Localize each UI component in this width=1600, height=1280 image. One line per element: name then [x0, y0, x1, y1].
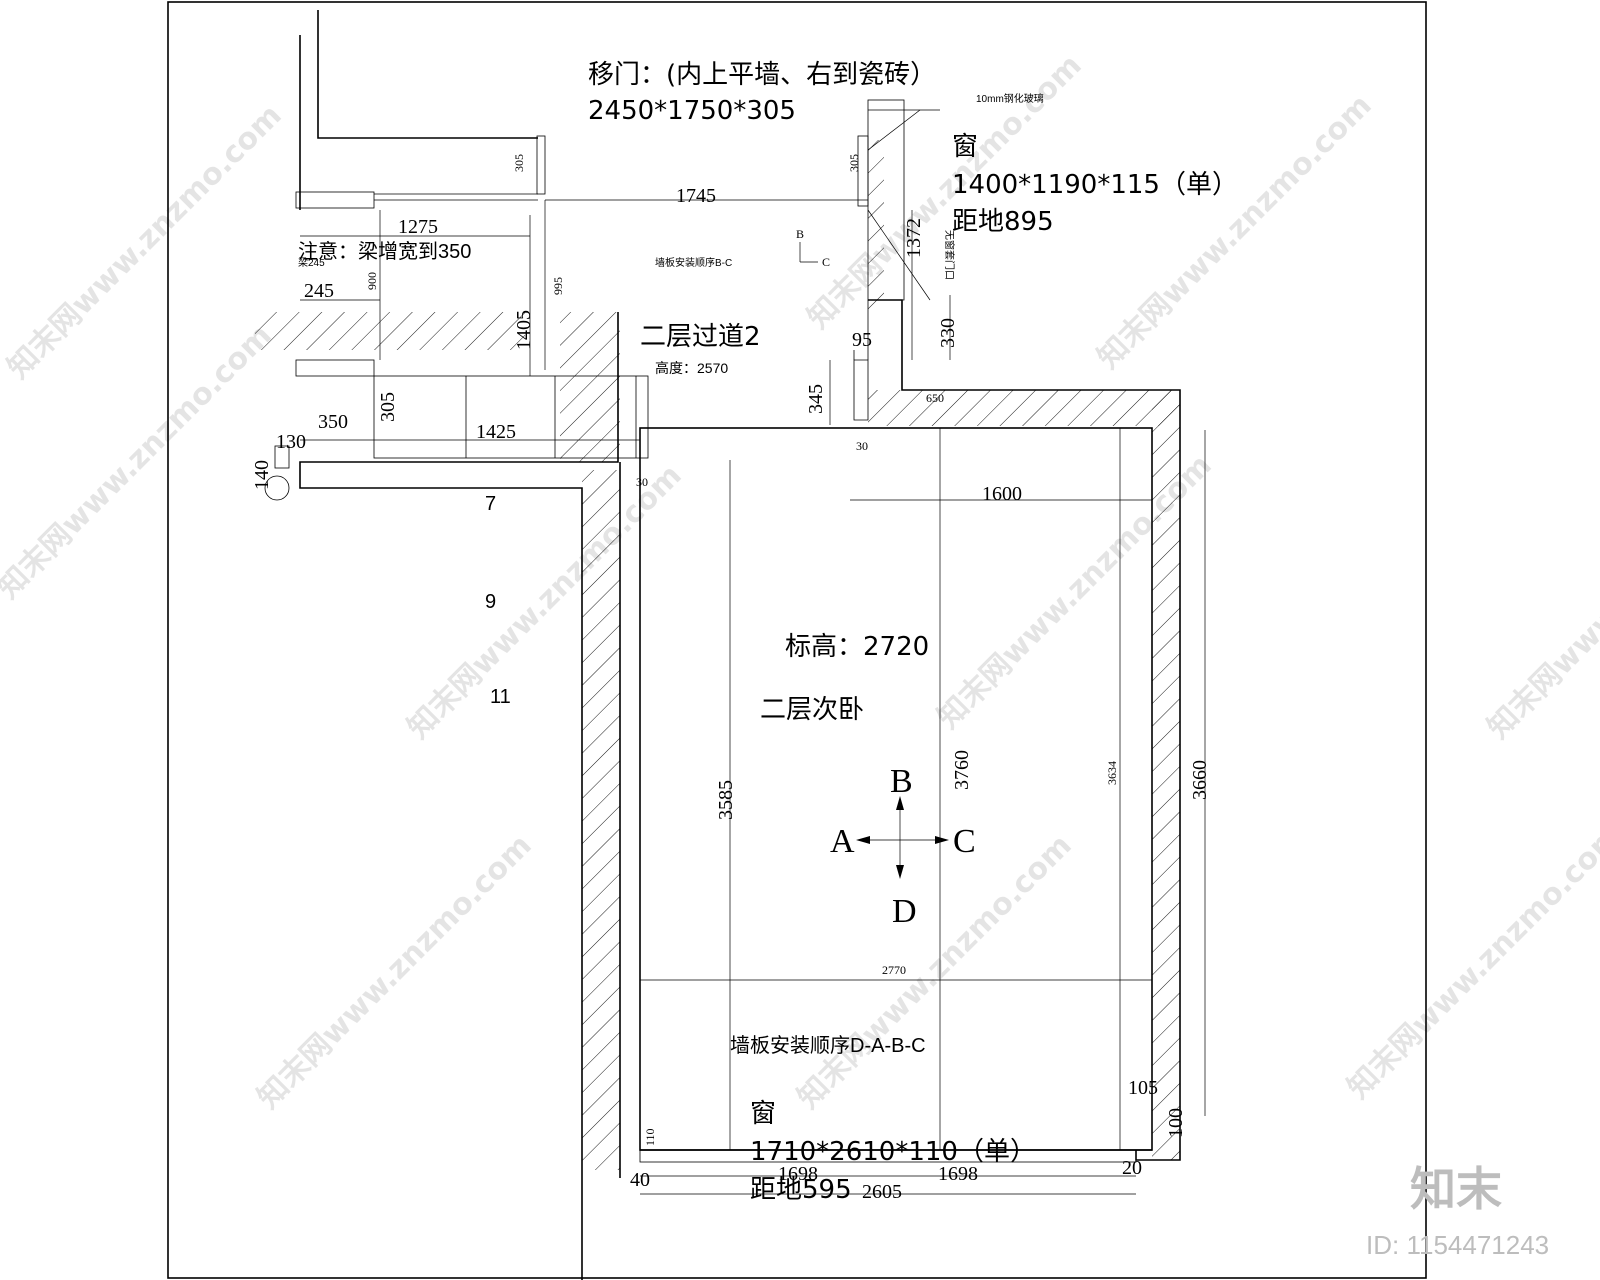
small-arrow-c: C: [822, 255, 830, 269]
watermark-text: 知末网www.znzmo.com: [401, 458, 689, 746]
dim-2605: 2605: [862, 1181, 902, 1203]
dim-3760: 3760: [951, 750, 973, 790]
hatch-wall-right: [1152, 390, 1180, 1160]
small-arrow-b: B: [796, 227, 804, 241]
dim-900: 900: [365, 272, 379, 290]
dim-305: 305: [512, 154, 526, 172]
arrow-label-c: C: [953, 823, 976, 860]
hatch-wall-left: [255, 312, 525, 350]
dim-1698: 1698: [778, 1163, 818, 1185]
dim-3585: 3585: [715, 780, 737, 820]
window-side-note: 无窗套门口: [943, 230, 956, 280]
dim-350: 350: [318, 411, 348, 433]
hatch-wall-top: [868, 390, 1180, 426]
upper-wall: [317, 10, 538, 139]
arrow-label-b: B: [890, 763, 913, 800]
window-top-size: 1400*1190*115（单）: [952, 170, 1238, 200]
dim-1275: 1275: [398, 216, 438, 238]
window-top-title: 窗: [952, 132, 978, 162]
dim-20: 20: [1122, 1157, 1142, 1179]
dim-1372: 1372: [903, 218, 925, 258]
watermark-id: ID: 1154471243: [1366, 1230, 1549, 1260]
dim-3634: 3634: [1105, 761, 1119, 785]
window-bottom-title: 窗: [750, 1099, 776, 1129]
beam-small: 梁245: [298, 256, 325, 269]
side-number: 9: [485, 591, 496, 613]
install-order-bc: 墙板安装顺序B-C: [655, 256, 732, 269]
side-number: 11: [490, 686, 511, 708]
dim-305: 305: [377, 392, 399, 422]
window-top-height: 距地895: [952, 207, 1054, 237]
beam-block-top: [295, 191, 375, 209]
room-outer-wall: [868, 299, 1181, 1161]
hatch-wall-center: [560, 312, 620, 462]
dim-140: 140: [251, 460, 273, 490]
watermark-text: 知末网www.znzmo.com: [251, 828, 539, 1116]
sheet-frame: [167, 1, 1427, 1279]
sliding-door-size: 2450*1750*305: [588, 96, 796, 126]
window-bottom-sill: [639, 1149, 1137, 1163]
watermark-text: 知末网www.znzmo.com: [791, 828, 1079, 1116]
dim-40: 40: [630, 1169, 650, 1191]
dim-110: 110: [643, 1128, 657, 1146]
beam-block-bottom: [295, 359, 375, 377]
dim-1745: 1745: [676, 185, 716, 207]
dim-305: 305: [847, 154, 861, 172]
corridor-cabinet: [373, 375, 649, 459]
dim-245: 245: [304, 280, 334, 302]
dim-650: 650: [926, 391, 944, 405]
room-name: 二层次卧: [760, 695, 864, 725]
column-marker: [264, 475, 290, 501]
beam-note: 注意：梁增宽到350: [298, 240, 471, 263]
arrow-label-d: D: [892, 893, 917, 930]
dim-1405: 1405: [513, 310, 535, 350]
dim-100: 100: [1165, 1108, 1187, 1138]
dim-105: 105: [1128, 1077, 1158, 1099]
hatch-wall-room-left: [582, 470, 620, 1170]
elevation-label: 标高：2720: [785, 632, 929, 662]
dim-2770: 2770: [882, 963, 906, 977]
dim-330: 330: [937, 318, 959, 348]
dim-345: 345: [805, 384, 827, 414]
corridor-boundary: [299, 312, 619, 1280]
sliding-door-title: 移门：(内上平墙、右到瓷砖）: [588, 60, 936, 90]
dim-1698: 1698: [938, 1163, 978, 1185]
dim-995: 995: [551, 277, 565, 295]
watermark-logo: 知末: [1410, 1162, 1502, 1216]
dim-3660: 3660: [1189, 760, 1211, 800]
dim-1600: 1600: [982, 483, 1022, 505]
door-jamb-left: [536, 135, 546, 195]
watermark-text: 知末网www.znzmo.com: [1481, 458, 1600, 746]
watermark-layer: 知末网www.znzmo.com 知末网www.znzmo.com 知末网www…: [0, 48, 1600, 1116]
window-bottom-size: 1710*2610*110（单）: [750, 1137, 1036, 1167]
watermark-text: 知末网www.znzmo.com: [1341, 818, 1600, 1106]
arrow-label-a: A: [830, 823, 855, 860]
watermark-text: 知末网www.znzmo.com: [1091, 88, 1379, 376]
dim-30: 30: [856, 439, 868, 453]
dim-30: 30: [636, 475, 648, 489]
side-number: 7: [485, 493, 496, 515]
dim-130: 130: [276, 431, 306, 453]
dim-1425: 1425: [476, 421, 516, 443]
corridor-height: 高度：2570: [655, 360, 728, 376]
corridor-name: 二层过道2: [640, 322, 761, 352]
glass-note: 10mm钢化玻璃: [976, 92, 1044, 105]
dim-95: 95: [852, 329, 872, 351]
install-order-dabc: 墙板安装顺序D-A-B-C: [730, 1034, 926, 1057]
window-bottom-height: 距地595: [750, 1175, 852, 1205]
